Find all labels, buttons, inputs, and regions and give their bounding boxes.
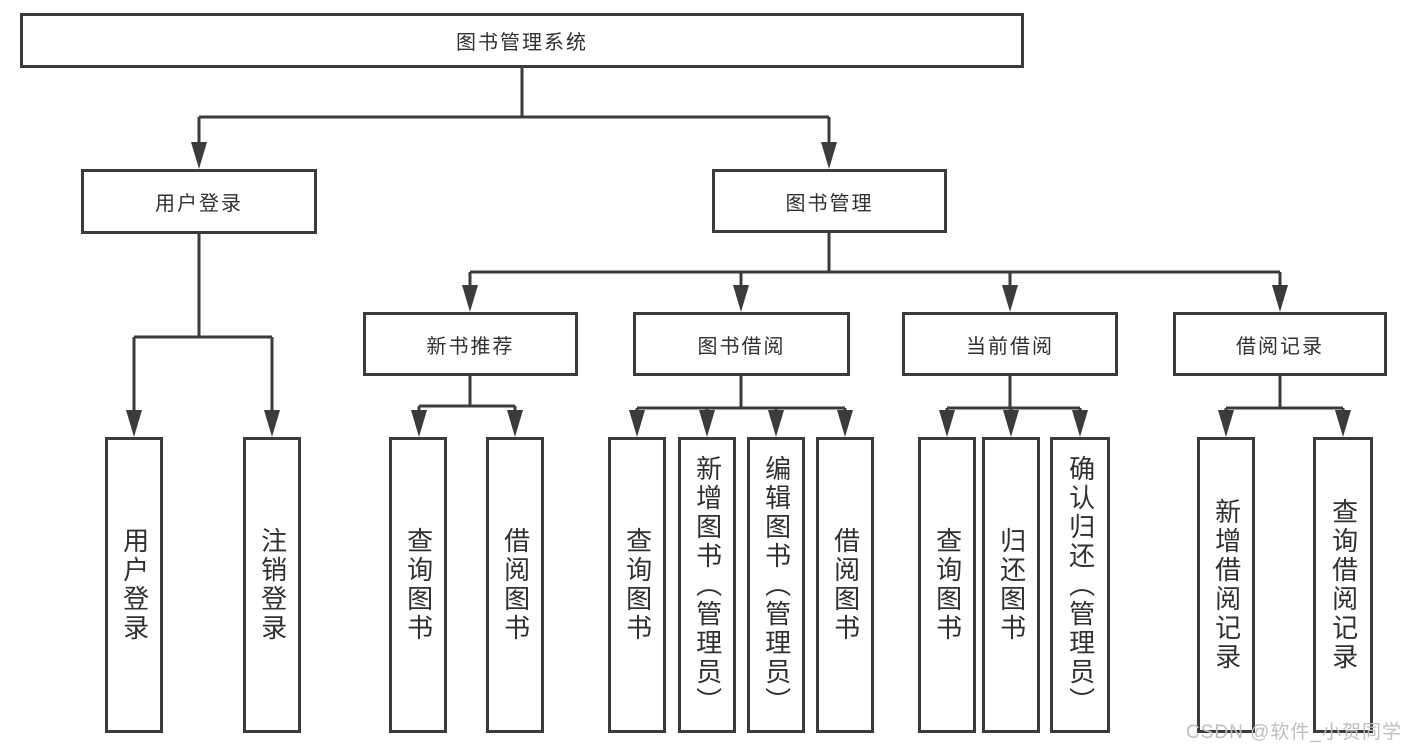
- arrow-down-icon: [411, 410, 427, 437]
- leaf-label: 借阅图书: [830, 527, 861, 643]
- arrow-down-icon: [629, 410, 645, 437]
- leaf-recommend-borrow-books: 借阅图书: [486, 437, 544, 733]
- node-current-borrow: 当前借阅: [902, 312, 1118, 376]
- leaf-logout: 注销登录: [243, 437, 301, 733]
- leaf-label: 新增图书（管理员）: [692, 454, 723, 716]
- leaf-label: 用户登录: [119, 527, 150, 643]
- arrow-down-icon: [699, 410, 715, 437]
- leaf-edit-books-admin: 编辑图书（管理员）: [747, 437, 805, 733]
- node-label: 当前借阅: [966, 335, 1054, 358]
- arrow-down-icon: [191, 142, 207, 169]
- leaf-add-books-admin: 新增图书（管理员）: [678, 437, 736, 733]
- node-library-system: 图书管理系统: [20, 13, 1024, 68]
- node-label: 用户登录: [155, 193, 243, 215]
- leaf-borrow-books: 借阅图书: [816, 437, 874, 733]
- leaf-label: 注销登录: [257, 527, 288, 643]
- arrow-down-icon: [1072, 410, 1088, 437]
- arrow-down-icon: [939, 410, 955, 437]
- arrow-down-icon: [821, 142, 837, 169]
- arrow-down-icon: [462, 285, 478, 312]
- arrowhead-icons: [126, 142, 1351, 437]
- watermark: CSDN @软件_小贺同学: [1186, 722, 1402, 743]
- node-user-login: 用户登录: [81, 169, 317, 234]
- arrow-down-icon: [507, 410, 523, 437]
- node-book-borrow: 图书借阅: [633, 312, 850, 376]
- leaf-label: 查询图书: [932, 527, 963, 643]
- leaf-label: 查询图书: [403, 527, 434, 643]
- arrow-down-icon: [1002, 285, 1018, 312]
- arrow-down-icon: [1003, 410, 1019, 437]
- leaf-borrow-query-books: 查询图书: [608, 437, 666, 733]
- arrow-down-icon: [837, 410, 853, 437]
- leaf-label: 新增借阅记录: [1211, 498, 1242, 672]
- leaf-label: 查询借阅记录: [1328, 498, 1359, 672]
- connector-paths: [132, 68, 1345, 414]
- arrow-down-icon: [1272, 285, 1288, 312]
- node-borrow-record: 借阅记录: [1173, 312, 1387, 376]
- node-label: 图书借阅: [697, 335, 786, 358]
- arrow-down-icon: [264, 410, 280, 437]
- node-label: 图书管理: [785, 192, 874, 215]
- leaf-recommend-query-books: 查询图书: [389, 437, 447, 733]
- arrow-down-icon: [1335, 410, 1351, 437]
- leaf-user-login: 用户登录: [105, 437, 163, 733]
- leaf-query-borrow-record: 查询借阅记录: [1313, 437, 1373, 733]
- arrow-down-icon: [126, 410, 142, 437]
- node-label: 借阅记录: [1236, 335, 1324, 358]
- node-label: 新书推荐: [426, 335, 515, 358]
- leaf-label: 编辑图书（管理员）: [761, 454, 792, 716]
- leaf-label: 归还图书: [996, 527, 1027, 643]
- leaf-add-borrow-record: 新增借阅记录: [1197, 437, 1255, 733]
- leaf-label: 查询图书: [622, 527, 653, 643]
- arrow-down-icon: [768, 410, 784, 437]
- node-label: 图书管理系统: [456, 32, 588, 54]
- node-new-book-recommend: 新书推荐: [363, 312, 578, 376]
- leaf-label: 借阅图书: [500, 527, 531, 643]
- leaf-confirm-return-admin: 确认归还（管理员）: [1050, 437, 1110, 733]
- node-book-management: 图书管理: [712, 169, 947, 233]
- leaf-current-query-books: 查询图书: [918, 437, 976, 733]
- arrow-down-icon: [733, 285, 749, 312]
- leaf-label: 确认归还（管理员）: [1065, 454, 1096, 716]
- leaf-return-books: 归还图书: [982, 437, 1040, 733]
- arrow-down-icon: [1218, 410, 1234, 437]
